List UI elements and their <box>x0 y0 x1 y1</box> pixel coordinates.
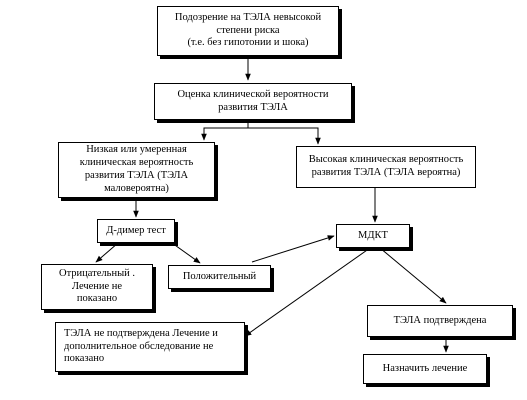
negative-line-2: Лечение не <box>71 280 123 292</box>
arrow-positive-to-ct <box>251 235 335 263</box>
assessment-box: Оценка клинической вероятности развития … <box>154 83 352 120</box>
negative-line-3: показано <box>76 293 118 305</box>
negative-line-1: Отрицательный . <box>59 267 135 279</box>
arrow-assessment-to-low <box>201 120 249 141</box>
ct-box: МДКТ <box>336 224 410 248</box>
suspicion-box: Подозрение на ТЭЛА невысокой степени рис… <box>157 6 339 56</box>
arrow-ct-to-confirmed <box>379 247 447 304</box>
not-confirmed-line-1: ТЭЛА не подтверждена Лечение и <box>64 327 218 339</box>
suspicion-line-3: (т.е. без гипотонии и шока) <box>187 37 309 49</box>
arrow-ct-to-not-confirmed <box>244 247 371 337</box>
low-probability-box: Низкая или умеренная клиническая вероятн… <box>58 142 215 198</box>
assessment-line-1: Оценка клинической вероятности <box>177 88 329 100</box>
low-probability-line-2: клиническая вероятность <box>79 157 194 169</box>
arrow-ddimer-to-negative <box>95 242 119 263</box>
d-dimer-box: Д-димер тест <box>97 219 175 243</box>
not-confirmed-box: ТЭЛА не подтверждена Лечение и дополните… <box>55 322 245 372</box>
confirmed-box: ТЭЛА подтверждена <box>367 305 513 337</box>
low-probability-line-3: развития ТЭЛА (ТЭЛА <box>84 170 189 181</box>
ct-label: МДКТ <box>358 229 388 241</box>
positive-label: Положительный <box>182 270 257 282</box>
suspicion-line-2: степени риска <box>216 24 280 36</box>
confirmed-label: ТЭЛА подтверждена <box>393 314 487 326</box>
negative-result-box: Отрицательный . Лечение не показано <box>41 264 153 310</box>
low-probability-line-1: Низкая или умеренная <box>86 144 187 156</box>
treatment-box: Назначить лечение <box>363 354 487 384</box>
assessment-line-2: развития ТЭЛА <box>218 101 288 113</box>
high-probability-line-1: Высокая клиническая вероятность <box>308 154 464 166</box>
low-probability-line-4: маловероятна) <box>104 182 169 194</box>
high-probability-line-2: развития ТЭЛА (ТЭЛА вероятна) <box>311 167 461 178</box>
not-confirmed-line-3: показано <box>64 353 105 365</box>
d-dimer-label: Д-димер тест <box>106 224 166 236</box>
high-probability-box: Высокая клиническая вероятность развития… <box>296 146 476 188</box>
arrow-ddimer-to-positive <box>171 242 201 264</box>
suspicion-line-1: Подозрение на ТЭЛА невысокой <box>174 11 322 23</box>
arrow-assessment-to-high <box>248 127 321 145</box>
positive-result-box: Положительный <box>168 265 271 289</box>
treatment-label: Назначить лечение <box>382 362 468 374</box>
not-confirmed-line-2: дополнительное обследование не <box>64 340 214 352</box>
